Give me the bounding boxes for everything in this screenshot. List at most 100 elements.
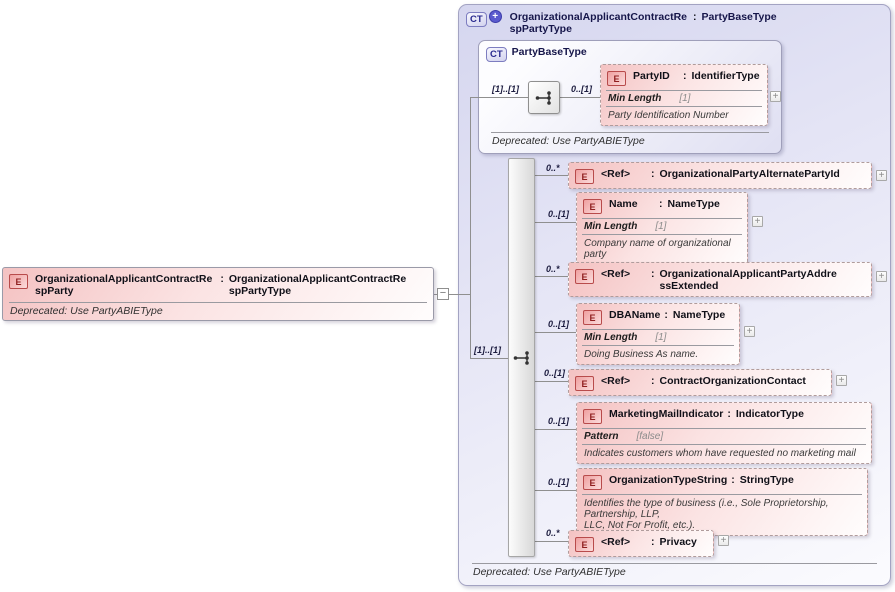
element-description: Doing Business As name. — [584, 349, 699, 360]
deprecated-note: Deprecated: Use PartyABIEType — [472, 563, 877, 581]
complex-type-base-name: PartyBaseType — [701, 11, 777, 23]
sequence-glyph — [513, 351, 529, 365]
element-type: StringType — [739, 474, 794, 486]
cardinality-label: 0..* — [546, 528, 560, 538]
element-badge: E — [575, 169, 594, 184]
element-box-dba-name[interactable]: E DBAName : NameType Min Length [1] Doin… — [576, 303, 740, 365]
expand-button[interactable]: + — [770, 91, 781, 102]
connector-line — [470, 97, 471, 359]
cardinality-label: 0..[1] — [544, 368, 566, 378]
sequence-glyph — [535, 90, 551, 105]
colon: : — [683, 70, 687, 82]
divider — [582, 494, 862, 495]
element-type: OrganizationalApplicantPartyAddre ssExte… — [659, 268, 837, 292]
element-box-name[interactable]: E Name : NameType Min Length [1] Company… — [576, 192, 748, 265]
cardinality-label: 0..[1] — [548, 319, 570, 329]
colon: : — [651, 268, 655, 280]
expand-button[interactable]: + — [752, 216, 763, 227]
complex-type-name: OrganizationalApplicantContractRe spPart… — [509, 11, 688, 35]
element-box-organizational-applicant-contract-resp-party[interactable]: E OrganizationalApplicantContractRe spPa… — [2, 267, 434, 321]
colon: : — [220, 273, 224, 285]
element-box-party-id[interactable]: E PartyID : IdentifierType Min Length [1… — [600, 64, 768, 126]
connector-line — [534, 541, 568, 542]
complex-type-header: CT + OrganizationalApplicantContractRe s… — [459, 5, 890, 41]
base-type-name: PartyBaseType — [511, 46, 587, 58]
deprecated-note: Deprecated: Use PartyABIEType — [491, 132, 769, 150]
element-badge: E — [9, 274, 28, 289]
facet-name: Pattern — [584, 431, 619, 442]
complex-type-badge: CT — [466, 12, 487, 27]
element-type: NameType — [672, 309, 726, 321]
facet-value: [1] — [655, 221, 667, 232]
connector-line — [434, 294, 470, 295]
element-type: OrganizationalApplicantContractRe spPart… — [228, 273, 407, 297]
colon: : — [651, 536, 655, 548]
element-box-ref-privacy[interactable]: E <Ref> : Privacy — [568, 530, 714, 557]
element-box-ref-contract-organization-contact[interactable]: E <Ref> : ContractOrganizationContact — [568, 369, 832, 396]
element-type: IndicatorType — [735, 408, 804, 420]
element-box-organization-type-string[interactable]: E OrganizationTypeString : StringType Id… — [576, 468, 868, 536]
colon: : — [664, 309, 668, 321]
facet-value: [1] — [655, 332, 667, 343]
element-badge: E — [583, 310, 602, 325]
element-description: Identifies the type of business (i.e., S… — [584, 498, 829, 531]
connector-line — [534, 175, 568, 176]
facet-row: Pattern [false] — [582, 428, 866, 445]
collapse-toggle-button[interactable]: − — [437, 288, 449, 300]
connector-line — [470, 358, 509, 359]
element-name: OrganizationalApplicantContractRe spPart… — [35, 273, 213, 297]
colon: : — [651, 375, 655, 387]
sequence-icon[interactable] — [528, 81, 560, 114]
element-description: Party Identification Number — [608, 110, 729, 121]
colon: : — [731, 474, 735, 486]
facet-row: Min Length [1] — [582, 329, 734, 346]
sequence-icon[interactable] — [510, 349, 534, 367]
element-type: IdentifierType — [691, 70, 760, 82]
cardinality-label: 0..[1] — [571, 84, 593, 94]
facet-value: [1] — [679, 93, 691, 104]
element-name: Name — [609, 198, 638, 210]
facet-name: Min Length — [584, 332, 638, 343]
expand-button[interactable]: + — [718, 535, 729, 546]
colon: : — [727, 408, 731, 420]
complex-type-badge: CT — [486, 47, 507, 62]
element-name: DBAName — [609, 309, 661, 321]
element-name: MarketingMailIndicator — [609, 408, 724, 420]
element-ref-name: <Ref> — [601, 268, 631, 280]
element-name: OrganizationTypeString — [609, 474, 728, 486]
element-box-ref-organizational-party-alternate-party-id[interactable]: E <Ref> : OrganizationalPartyAlternatePa… — [568, 162, 872, 189]
cardinality-label: 0..[1] — [548, 209, 570, 219]
colon: : — [651, 168, 655, 180]
connector-line — [534, 332, 576, 333]
sequence-compartment-bar[interactable] — [508, 158, 535, 557]
element-ref-name: <Ref> — [601, 168, 631, 180]
expand-button[interactable]: + — [744, 326, 755, 337]
facet-name: Min Length — [584, 221, 638, 232]
element-badge: E — [583, 475, 602, 490]
expand-button[interactable]: + — [876, 271, 887, 282]
expand-button[interactable]: + — [836, 375, 847, 386]
element-badge: E — [607, 71, 626, 86]
element-box-ref-organizational-applicant-party-address-extended[interactable]: E <Ref> : OrganizationalApplicantPartyAd… — [568, 262, 872, 297]
element-badge: E — [575, 376, 594, 391]
element-description: Indicates customers whom have requested … — [584, 448, 856, 459]
cardinality-label: 0..* — [546, 163, 560, 173]
element-badge: E — [575, 537, 594, 552]
facet-name: Min Length — [608, 93, 662, 104]
element-type: ContractOrganizationContact — [659, 375, 806, 387]
cardinality-label: 0..[1] — [548, 416, 570, 426]
expand-button[interactable]: + — [876, 170, 887, 181]
cardinality-label: [1]..[1] — [492, 84, 519, 94]
deprecated-note: Deprecated: Use PartyABIEType — [9, 302, 427, 320]
element-description: Company name of organizational party — [584, 238, 731, 260]
element-name: PartyID — [633, 70, 670, 82]
element-badge: E — [583, 409, 602, 424]
connector-line — [534, 276, 568, 277]
element-box-marketing-mail-indicator[interactable]: E MarketingMailIndicator : IndicatorType… — [576, 402, 872, 464]
derived-plus-icon[interactable]: + — [488, 10, 502, 23]
colon: : — [659, 198, 663, 210]
facet-value: [false] — [636, 431, 664, 442]
connector-line — [534, 381, 568, 382]
element-type: NameType — [667, 198, 720, 210]
